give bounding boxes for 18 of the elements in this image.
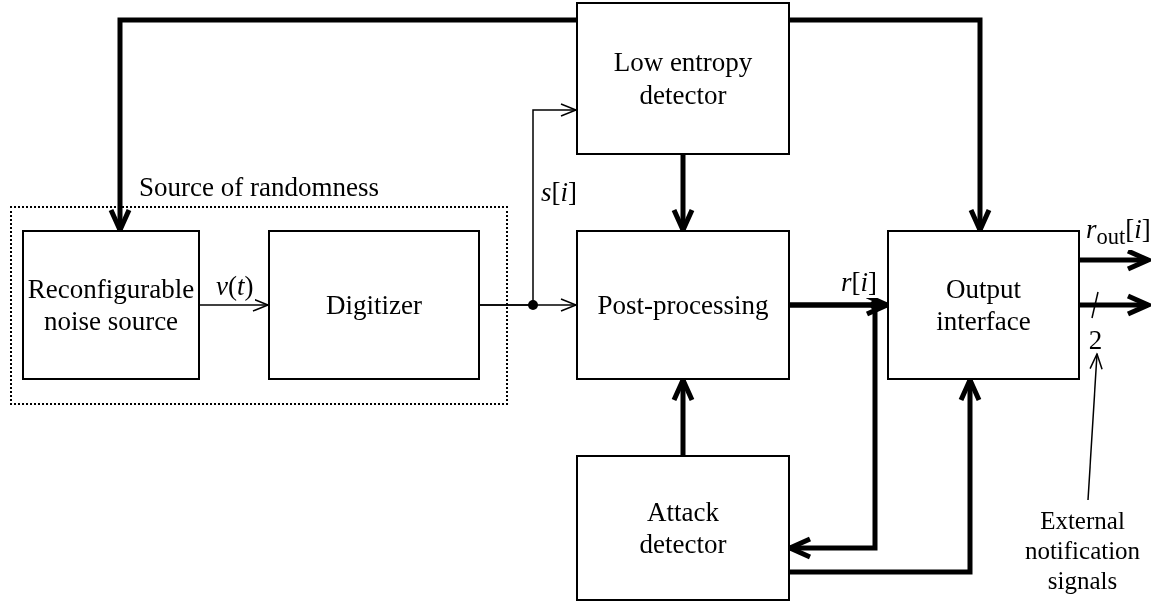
arrow xyxy=(671,155,695,233)
arrow xyxy=(199,298,269,312)
process-box: Output interface xyxy=(887,230,1080,380)
leader-line xyxy=(1087,353,1103,501)
process-box: Attack detector xyxy=(576,455,790,601)
process-box: Low entropy detector xyxy=(576,2,790,155)
process-box: Post-processing xyxy=(576,230,790,380)
group-heading: Source of randomness xyxy=(139,172,379,203)
arrow xyxy=(1080,248,1151,272)
signal-label: v(t) xyxy=(215,272,255,302)
arrow xyxy=(790,17,992,233)
arrow xyxy=(479,103,577,306)
process-box: Digitizer xyxy=(268,230,480,380)
process-box: Reconfigurable noise source xyxy=(22,230,200,380)
annotation-text: 2 xyxy=(1087,326,1104,354)
arrow xyxy=(1080,293,1151,317)
arrow xyxy=(108,17,576,233)
annotation-text: External notification signals xyxy=(1014,500,1151,602)
